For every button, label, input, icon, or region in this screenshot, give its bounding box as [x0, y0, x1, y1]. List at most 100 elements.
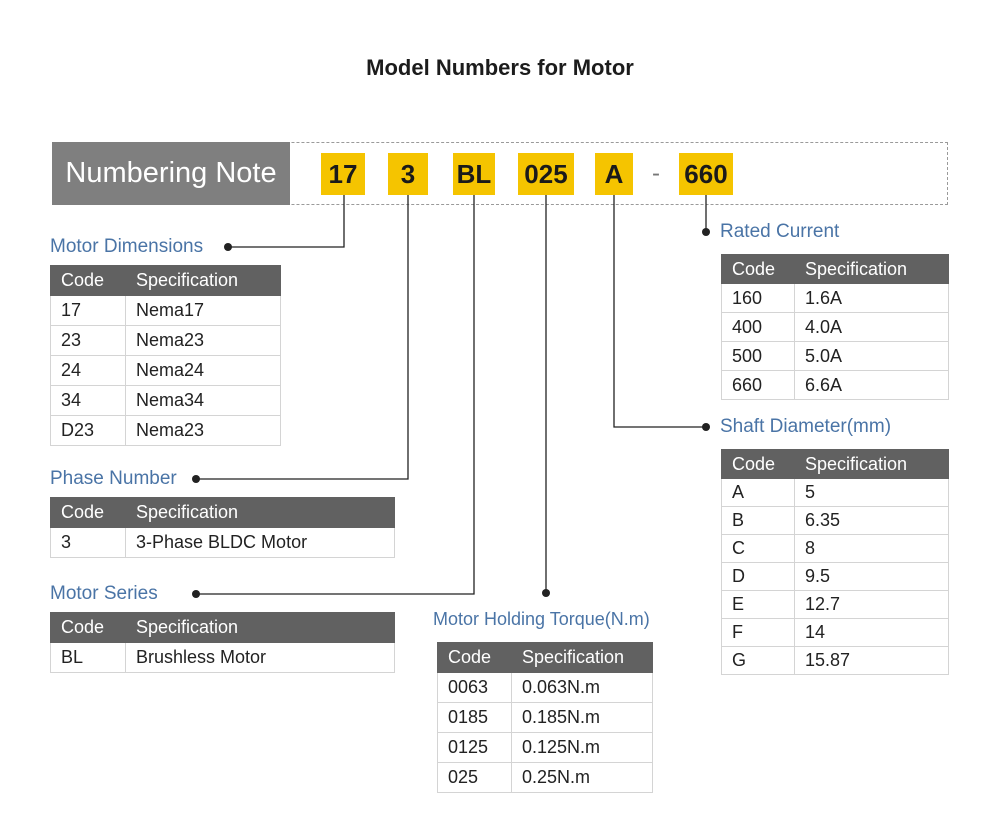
code-cell: 3 [50, 527, 126, 558]
spec-cell: 0.125N.m [511, 732, 653, 763]
col-code-header: Code [437, 642, 512, 673]
code-cell: B [721, 506, 795, 535]
spec-cell: 5.0A [794, 341, 949, 371]
code-cell: D [721, 562, 795, 591]
spec-cell: 1.6A [794, 283, 949, 313]
code-cell: 0185 [437, 702, 512, 733]
spec-cell: 6.6A [794, 370, 949, 400]
code-cell: 025 [437, 762, 512, 793]
spec-cell: Nema23 [125, 325, 281, 356]
rated-current-title: Rated Current [720, 221, 840, 242]
spec-cell: 5 [794, 478, 949, 507]
col-code-header: Code [50, 265, 126, 296]
spec-cell: 0.25N.m [511, 762, 653, 793]
spec-cell: 8 [794, 534, 949, 563]
code-cell: A [721, 478, 795, 507]
spec-cell: Nema34 [125, 385, 281, 416]
spec-cell: 0.063N.m [511, 672, 653, 703]
code-separator: - [652, 160, 660, 187]
code-cell: G [721, 646, 795, 675]
connector-shaft [613, 195, 706, 428]
spec-cell: Brushless Motor [125, 642, 395, 673]
spec-cell: 15.87 [794, 646, 949, 675]
col-spec-header: Specification [125, 265, 281, 296]
col-spec-header: Specification [125, 497, 395, 528]
code-cell: 500 [721, 341, 795, 371]
connector-dot-torque [542, 589, 550, 597]
code-cell: C [721, 534, 795, 563]
connector-phase [196, 195, 409, 480]
code-cell: F [721, 618, 795, 647]
code-cell: 0063 [437, 672, 512, 703]
col-spec-header: Specification [511, 642, 653, 673]
spec-cell: 0.185N.m [511, 702, 653, 733]
spec-cell: 4.0A [794, 312, 949, 342]
shaft-diameter-title: Shaft Diameter(mm) [720, 416, 892, 437]
code-cell: 160 [721, 283, 795, 313]
code-box-dimensions: 17 [321, 153, 365, 195]
connector-dot-shaft [702, 423, 710, 431]
connector-dot-current [702, 228, 710, 236]
code-cell: 660 [721, 370, 795, 400]
motor-series-title: Motor Series [50, 583, 158, 604]
code-cell: 34 [50, 385, 126, 416]
holding-torque-title: Motor Holding Torque(N.m) [433, 609, 650, 629]
code-box-phase: 3 [388, 153, 428, 195]
numbering-label: Numbering Note [52, 142, 290, 205]
spec-cell: 3-Phase BLDC Motor [125, 527, 395, 558]
code-cell: 400 [721, 312, 795, 342]
connector-dot-dimensions [224, 243, 232, 251]
col-code-header: Code [721, 254, 795, 284]
code-cell: E [721, 590, 795, 619]
code-cell: 23 [50, 325, 126, 356]
phase-number-title: Phase Number [50, 468, 177, 489]
spec-cell: 14 [794, 618, 949, 647]
col-spec-header: Specification [794, 254, 949, 284]
page-title: Model Numbers for Motor [366, 55, 634, 80]
connector-dimensions [228, 195, 345, 248]
code-box-torque: 025 [518, 153, 574, 195]
code-box-series: BL [453, 153, 495, 195]
motor-dimensions-title: Motor Dimensions [50, 236, 204, 257]
code-cell: 24 [50, 355, 126, 386]
connector-dot-series [192, 590, 200, 598]
code-cell: BL [50, 642, 126, 673]
code-cell: 17 [50, 295, 126, 326]
col-code-header: Code [50, 497, 126, 528]
col-code-header: Code [721, 449, 795, 479]
code-box-shaft: A [595, 153, 633, 195]
col-code-header: Code [50, 612, 126, 643]
spec-cell: Nema24 [125, 355, 281, 386]
col-spec-header: Specification [794, 449, 949, 479]
spec-cell: 9.5 [794, 562, 949, 591]
spec-cell: 6.35 [794, 506, 949, 535]
